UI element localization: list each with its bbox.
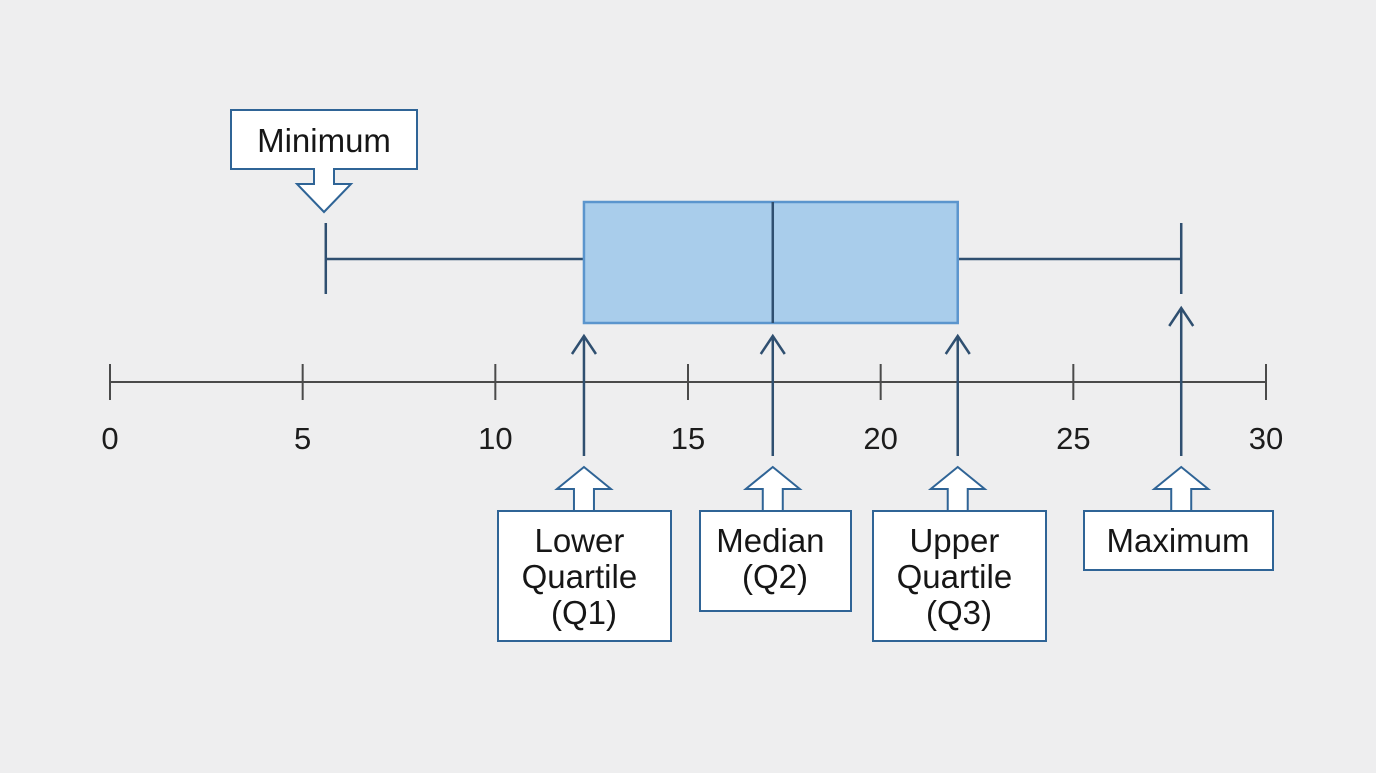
axis-tick-label: 30 — [1249, 421, 1283, 456]
callout-q3-line-3: (Q3) — [926, 594, 992, 631]
callout-q3-box — [872, 510, 1047, 642]
axis-tick-label: 0 — [101, 421, 118, 456]
callout-median: Median (Q2) — [699, 465, 852, 612]
callout-q3-line-2: Quartile — [897, 558, 1013, 595]
median-pointer-arrow — [759, 333, 786, 456]
maximum-pointer-arrow — [1168, 305, 1195, 456]
axis-tick-label: 10 — [478, 421, 512, 456]
callout-maximum-box — [1083, 510, 1274, 571]
callout-minimum: Minimum — [230, 109, 418, 214]
callout-lower-quartile: Lower Quartile (Q1) — [497, 465, 672, 642]
callout-maximum-arrow-icon — [1151, 465, 1212, 512]
maximum-pointer-arrow-head — [1168, 305, 1195, 327]
callout-q3-arrow-icon — [927, 465, 988, 512]
axis-tick-label: 25 — [1056, 421, 1090, 456]
callout-median-label: Median (Q2) — [716, 522, 833, 595]
callout-q1-label: Lower Quartile (Q1) — [522, 522, 647, 631]
callout-q1-line-1: Lower — [534, 522, 624, 559]
callout-median-box — [699, 510, 852, 612]
axis-ticks: 0 5 10 15 20 25 30 — [101, 364, 1283, 456]
callout-maximum-label: Maximum — [1106, 522, 1249, 559]
q3-pointer-arrow — [944, 333, 971, 456]
callout-q1-line-2: Quartile — [522, 558, 638, 595]
callout-q1-arrow-icon — [554, 465, 614, 512]
callout-q3-line-1: Upper — [909, 522, 999, 559]
q1-pointer-arrow — [570, 333, 598, 456]
callout-median-line-1: Median — [716, 522, 824, 559]
axis-tick-label: 15 — [671, 421, 705, 456]
callout-minimum-arrow-icon — [294, 168, 354, 214]
pointer-arrows — [570, 305, 1195, 456]
callout-q1-box — [497, 510, 672, 642]
axis-tick-label: 20 — [863, 421, 897, 456]
interquartile-box — [582, 200, 959, 325]
callout-median-arrow-icon — [742, 465, 803, 512]
q1-pointer-arrow-head — [570, 333, 598, 355]
callout-q1-line-3: (Q1) — [551, 594, 617, 631]
callout-maximum: Maximum — [1083, 465, 1274, 571]
callout-median-line-2: (Q2) — [742, 558, 808, 595]
median-pointer-arrow-head — [759, 333, 786, 355]
callout-minimum-label: Minimum — [257, 122, 391, 159]
callout-upper-quartile: Upper Quartile (Q3) — [872, 465, 1047, 642]
q3-pointer-arrow-head — [944, 333, 971, 355]
axis-tick-label: 5 — [294, 421, 311, 456]
callout-q3-label: Upper Quartile (Q3) — [897, 522, 1022, 631]
callout-minimum-box — [230, 109, 418, 170]
